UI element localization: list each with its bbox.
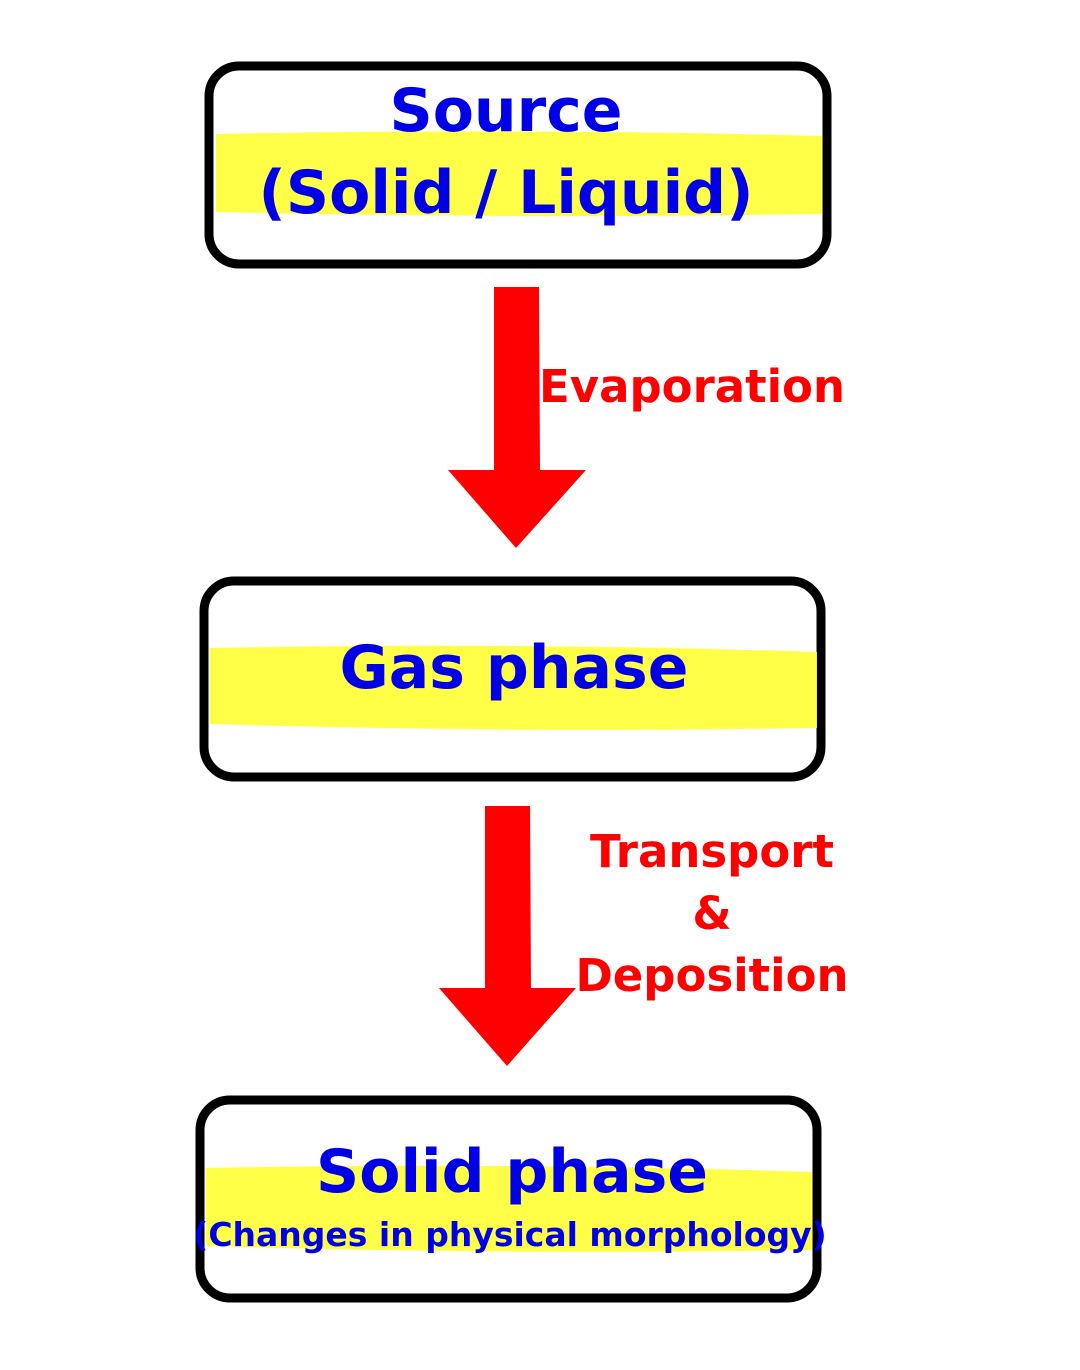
deposition-label: Deposition <box>575 949 848 1002</box>
evaporation-arrow-shape <box>448 287 586 548</box>
transport-deposition-arrow-shape <box>439 806 576 1066</box>
source-subtitle: (Solid / Liquid) <box>258 158 753 228</box>
solid-phase-subtitle: (Changes in physical morphology) <box>193 1215 827 1254</box>
gas-phase-box-highlight <box>210 645 817 730</box>
source-box-highlight <box>216 131 822 217</box>
transport-deposition-arrow: Transport & Deposition <box>439 806 849 1066</box>
source-title: Source <box>390 76 623 146</box>
source-box: Source (Solid / Liquid) <box>204 61 832 269</box>
evaporation-arrow: Evaporation <box>448 287 845 548</box>
evaporation-label: Evaporation <box>539 360 845 413</box>
solid-phase-box: Solid phase (Changes in physical morphol… <box>193 1095 827 1303</box>
solid-phase-box-highlight <box>206 1165 812 1252</box>
solid-phase-title: Solid phase <box>316 1137 708 1207</box>
ampersand-label: & <box>692 887 731 940</box>
gas-phase-box: Gas phase <box>199 576 826 782</box>
transport-label: Transport <box>590 825 834 878</box>
gas-phase-title: Gas phase <box>340 633 689 703</box>
